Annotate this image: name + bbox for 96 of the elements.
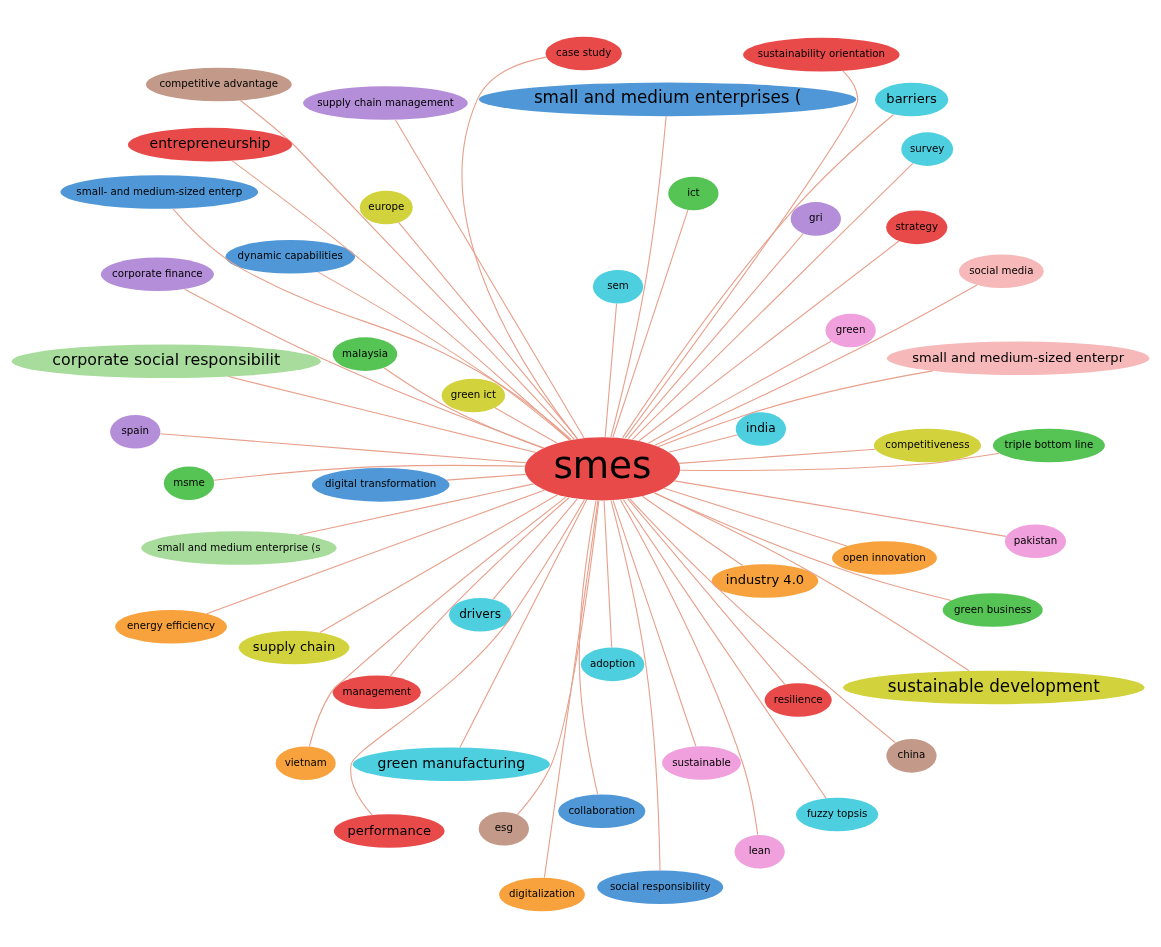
node-ellipse: open innovation xyxy=(832,540,937,575)
node-ellipse: entrepreneurship xyxy=(127,127,293,161)
connector xyxy=(543,499,599,878)
connector xyxy=(653,491,970,671)
node-ellipse: small and medium enterprise (s xyxy=(141,530,337,565)
connector xyxy=(604,302,618,438)
connector xyxy=(631,162,914,440)
node-ellipse: gri xyxy=(790,201,841,236)
node-ellipse: fuzzy topsis xyxy=(795,797,879,831)
node-ellipse: small- and medium-sized enterp xyxy=(60,174,259,209)
connector xyxy=(610,499,661,871)
node-ellipse: small and medium-sized enterpr xyxy=(886,340,1150,375)
node-ellipse: spain xyxy=(110,414,161,449)
connector xyxy=(627,232,804,440)
connector xyxy=(641,495,744,566)
node-ellipse: survey xyxy=(901,131,954,166)
node-ellipse: adoption xyxy=(580,647,645,681)
connector xyxy=(159,432,527,463)
node-ellipse: competitive advantage xyxy=(145,67,292,101)
node-ellipse: esg xyxy=(478,811,529,846)
node-ellipse: performance xyxy=(333,813,445,848)
connector xyxy=(627,497,786,685)
node-ellipse: barriers xyxy=(874,82,949,116)
node-ellipse: china xyxy=(886,738,937,773)
node-ellipse: collaboration xyxy=(558,794,646,828)
connector xyxy=(317,271,571,441)
node-ellipse: sem xyxy=(592,269,644,303)
connector xyxy=(206,489,545,614)
node-ellipse: social media xyxy=(958,253,1044,288)
node-ellipse: social responsibility xyxy=(597,870,724,904)
node-ellipse: digital transformation xyxy=(311,467,450,502)
node-ellipse: pakistan xyxy=(1004,524,1067,558)
connector xyxy=(184,288,545,448)
connector xyxy=(673,479,1007,537)
node-ellipse: industry 4.0 xyxy=(711,563,819,598)
connector xyxy=(678,448,876,464)
connector xyxy=(461,56,578,439)
connector xyxy=(213,464,526,481)
connector xyxy=(578,499,599,795)
node-ellipse: triple bottom line xyxy=(992,428,1105,462)
connector xyxy=(622,113,895,438)
connector xyxy=(638,240,900,441)
node-ellipse: digitalization xyxy=(499,877,585,911)
node-ellipse: msme xyxy=(163,465,215,500)
node-ellipse: energy efficiency xyxy=(115,609,227,643)
connector xyxy=(239,99,575,440)
node-ellipse: resilience xyxy=(764,682,832,717)
node-ellipse: management xyxy=(332,675,421,709)
connector xyxy=(394,118,585,439)
connector xyxy=(308,495,567,747)
connector xyxy=(231,159,571,440)
node-ellipse: sustainability orientation xyxy=(743,37,900,71)
node-ellipse: ict xyxy=(668,176,719,210)
node-ellipse: small and medium enterprises ( xyxy=(478,82,857,116)
node-ellipse: dynamic capabilities xyxy=(225,239,355,274)
node-ellipse: competitiveness xyxy=(873,428,981,462)
node-ellipse: case study xyxy=(545,36,622,70)
connector xyxy=(383,366,544,449)
node-ellipse: supply chain management xyxy=(303,85,468,120)
connector xyxy=(516,499,600,815)
node-ellipse: india xyxy=(735,411,786,446)
connector xyxy=(619,498,759,835)
node-ellipse: malaysia xyxy=(332,336,398,371)
connector xyxy=(610,115,667,438)
node-ellipse: europe xyxy=(359,190,413,224)
node-ellipse: drivers xyxy=(448,597,512,631)
connector xyxy=(603,499,613,648)
connector xyxy=(459,498,588,748)
node-ellipse: green manufacturing xyxy=(352,747,550,781)
connector xyxy=(624,69,859,439)
node-ellipse: corporate finance xyxy=(100,257,214,291)
connector xyxy=(398,221,579,439)
node-ellipse: sustainable development xyxy=(843,670,1145,704)
connector xyxy=(612,499,697,747)
node-ellipse: green business xyxy=(942,592,1043,627)
node-ellipse: smes xyxy=(524,436,681,500)
connector xyxy=(494,406,558,444)
connector xyxy=(299,482,535,535)
connector xyxy=(668,433,738,453)
connector xyxy=(172,207,572,440)
node-ellipse: strategy xyxy=(886,210,948,244)
connector xyxy=(622,498,827,799)
connector xyxy=(679,452,1000,471)
node-ellipse: lean xyxy=(734,834,785,868)
connector xyxy=(446,473,527,481)
connector xyxy=(612,209,689,438)
connector xyxy=(492,498,578,600)
node-ellipse: supply chain xyxy=(238,630,350,664)
node-ellipse: green ict xyxy=(441,378,506,412)
connector xyxy=(629,497,896,743)
node-ellipse: corporate social responsibilit xyxy=(11,343,321,378)
node-ellipse: sustainable xyxy=(662,745,741,780)
node-ellipse: green xyxy=(825,313,876,347)
connector xyxy=(663,487,848,547)
connector xyxy=(389,496,570,677)
node-ellipse: vietnam xyxy=(275,745,336,780)
